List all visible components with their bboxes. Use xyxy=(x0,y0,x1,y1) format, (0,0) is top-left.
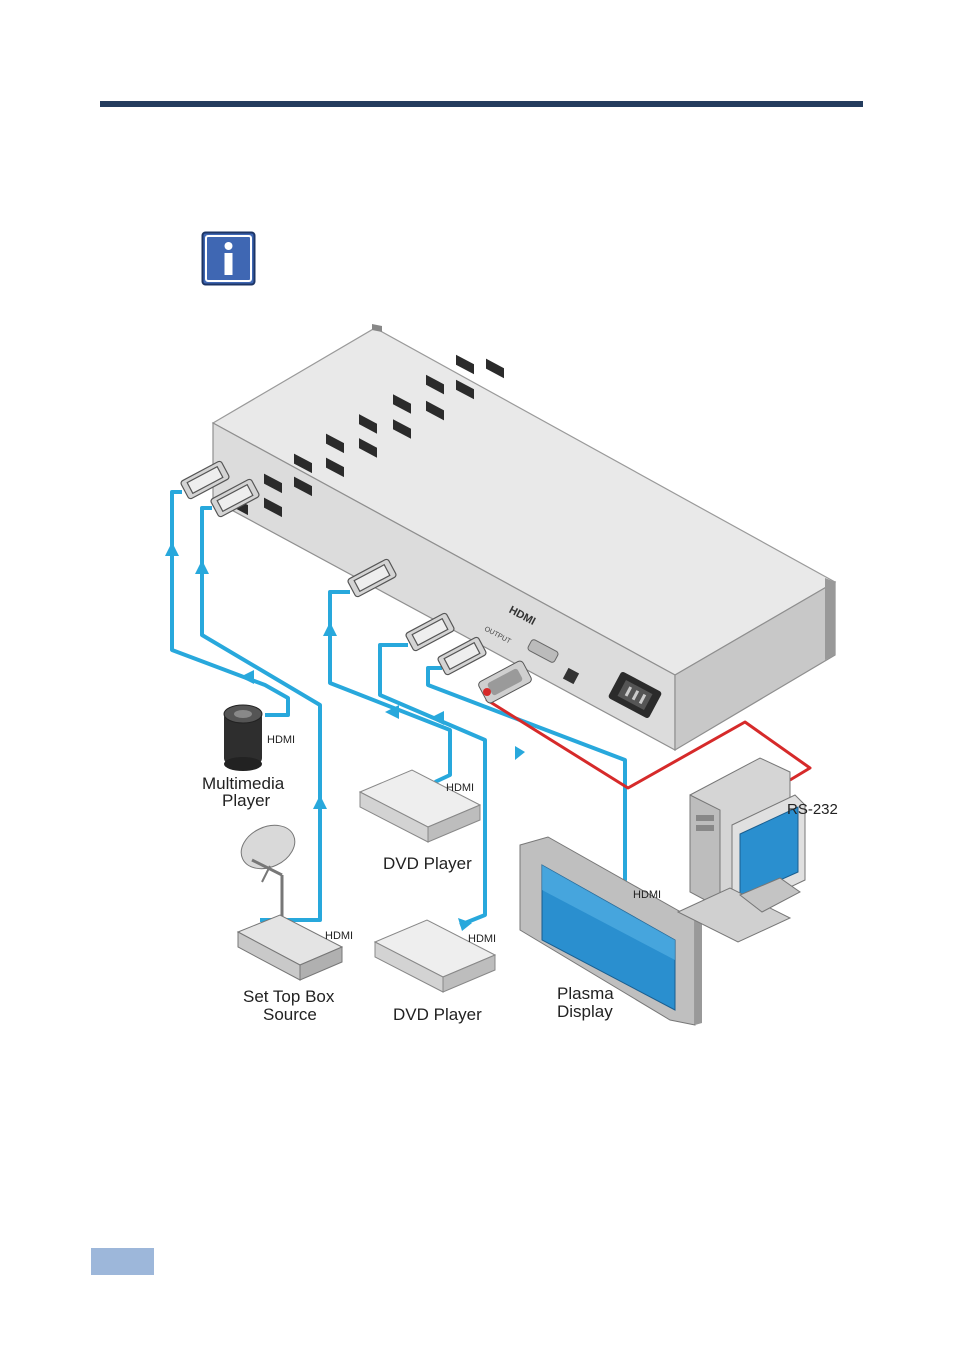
plasma-display-label-line2: Display xyxy=(557,1002,613,1021)
dvd-player-1-port-label: HDMI xyxy=(446,782,475,794)
dvd-player-1-label: DVD Player xyxy=(383,854,472,873)
multimedia-player-label-line2: Player xyxy=(222,791,271,810)
multimedia-player xyxy=(223,704,263,771)
pc-port-label: RS-232 xyxy=(787,801,838,818)
multimedia-player-port-label: HDMI xyxy=(267,734,296,746)
pc-workstation xyxy=(676,757,806,943)
hdmi-cables xyxy=(170,490,627,927)
dvd-player-2-port-label: HDMI xyxy=(468,933,497,945)
dvd-player-1 xyxy=(358,769,482,843)
set-top-box-label-line1: Set Top Box xyxy=(243,987,335,1006)
satellite-dish xyxy=(240,824,296,920)
dvd-player-2 xyxy=(373,919,497,993)
multimedia-player-label-line1: Multimedia xyxy=(202,774,285,793)
dvd-player-2-label: DVD Player xyxy=(393,1005,482,1024)
plasma-display xyxy=(519,836,702,1026)
matrix-switcher xyxy=(211,324,837,752)
plasma-display-port-label: HDMI xyxy=(633,889,662,901)
plasma-display-label-line1: Plasma xyxy=(557,984,614,1003)
page-number-box xyxy=(91,1248,154,1275)
info-icon xyxy=(201,231,256,286)
connection-diagram: HDMI OUTPUT HDMI Multimedia Player HDMI … xyxy=(150,320,850,1030)
header-rule xyxy=(100,101,863,107)
set-top-box-port-label: HDMI xyxy=(325,930,354,942)
set-top-box-label-line2: Source xyxy=(263,1005,317,1024)
set-top-box xyxy=(236,914,344,981)
